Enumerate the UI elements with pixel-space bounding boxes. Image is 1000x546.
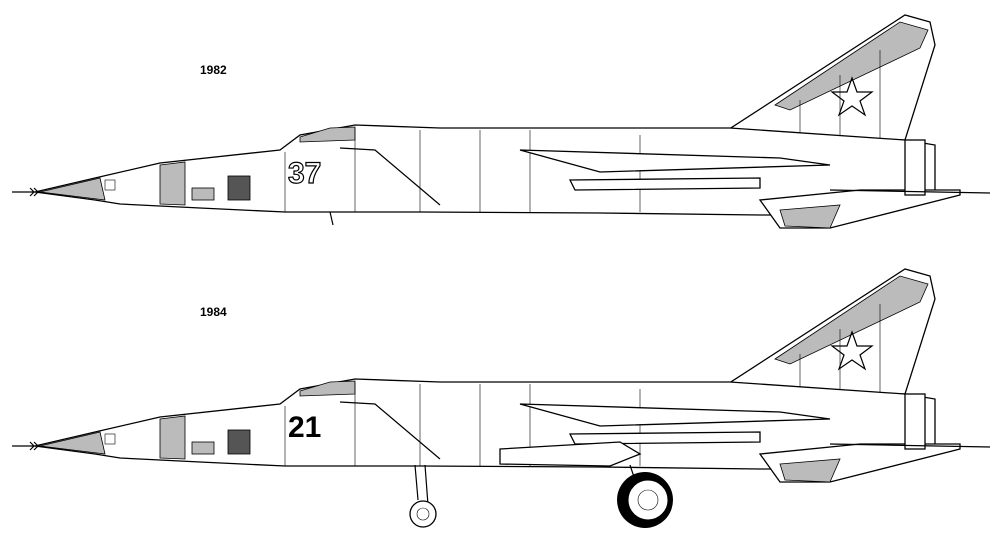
aircraft-1984: 21 <box>11 268 991 483</box>
side-number-21: 21 <box>288 411 321 444</box>
year-label-1982: 1982 <box>200 63 227 77</box>
aircraft-1982: 37 <box>11 14 991 229</box>
side-number-37: 37 <box>288 157 321 190</box>
landing-gear <box>409 464 673 528</box>
drop-tank <box>499 441 642 467</box>
nose-wheel <box>409 500 437 528</box>
nose-gear-door <box>329 211 334 226</box>
year-label-1984: 1984 <box>200 305 227 319</box>
